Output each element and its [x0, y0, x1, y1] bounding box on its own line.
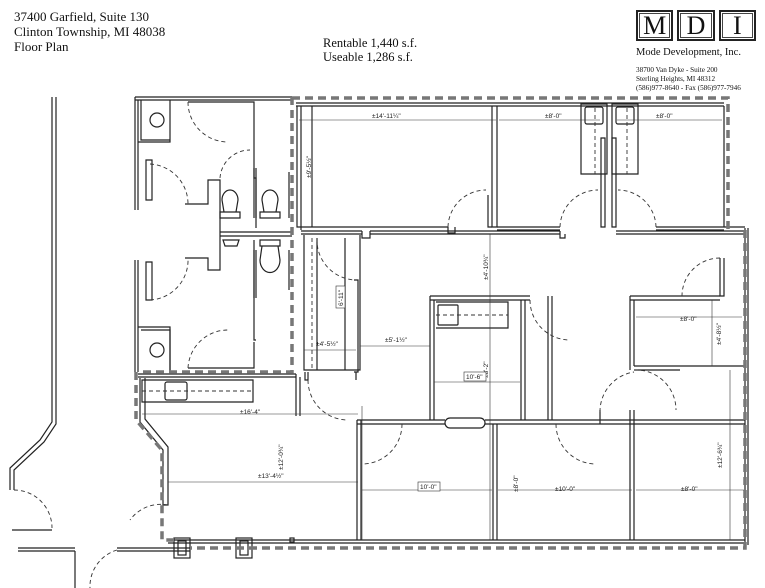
door-swings: [13, 101, 721, 588]
dim-closet-width: ±4'-5½": [316, 340, 339, 348]
dim-box-kitchen: [463, 371, 487, 382]
dim-corridor-height: ±4'-10¾": [483, 254, 490, 280]
dim-office-top-mid-width: ±8'-0": [545, 113, 562, 120]
area-summary: Rentable 1,440 s.f. Useable 1,286 s.f.: [323, 36, 417, 64]
document-type: Floor Plan: [14, 39, 69, 54]
company-address-1: 38700 Van Dyke - Suite 200: [636, 66, 718, 74]
property-address: 37400 Garfield, Suite 130 Clinton Townsh…: [14, 9, 165, 54]
dim-bottom-mid-width: 10'-0": [420, 484, 437, 491]
dim-right-small-width: ±8'-0": [680, 316, 697, 323]
dim-box-closet: [335, 285, 346, 309]
rentable-area: Rentable 1,440 s.f.: [323, 36, 418, 50]
address-line-1: 37400 Garfield, Suite 130: [14, 9, 150, 24]
dimension-lines: [142, 108, 744, 540]
dim-hall-width: ±5'-1½": [385, 336, 408, 344]
walls: [9, 96, 749, 588]
dim-bottom-mid-height: ±8'-0": [513, 475, 520, 492]
dim-reception-width: ±16'-4": [240, 409, 261, 416]
dim-right-small-height: ±4'-8½": [715, 322, 723, 345]
company-logo: M D I Mode Development, Inc. 38700 Van D…: [636, 10, 756, 93]
dim-bottom-right-mid-width: ±10'-0": [555, 486, 576, 493]
dim-reception-lower-width: ±13'-4½": [258, 472, 284, 480]
address-line-2: Clinton Township, MI 48038: [14, 24, 166, 39]
logo-letter-i: I: [718, 10, 756, 41]
dim-office-top-left-height: ±9'-5½": [305, 155, 313, 178]
dim-bottom-right-width: ±8'-0": [681, 486, 698, 493]
dim-bottom-right-height: ±12'-6¾": [717, 442, 724, 468]
dim-box-bottom-mid: [417, 481, 441, 492]
company-contact: 38700 Van Dyke - Suite 200 Sterling Heig…: [636, 66, 756, 93]
logo-letter-d: D: [677, 10, 715, 41]
company-name: Mode Development, Inc.: [636, 47, 741, 58]
logo-letters: M D I: [636, 10, 756, 41]
dim-office-top-left-width: ±14'-11¼": [372, 113, 401, 120]
dim-office-top-right-width: ±8'-0": [656, 113, 673, 120]
dim-closet-depth: 6'-11": [338, 289, 345, 306]
dim-kitchen-height: ±8'-2": [483, 361, 490, 378]
company-address-2: Sterling Heights, MI 48312: [636, 75, 716, 83]
useable-area: Useable 1,286 s.f.: [323, 50, 413, 64]
dim-kitchen-width: 10'-6": [466, 374, 483, 381]
logo-letter-m: M: [636, 10, 674, 41]
lease-line: [134, 96, 747, 550]
company-phone-fax: (586)977-8640 - Fax (586)977-7946: [636, 84, 741, 92]
dim-reception-height: ±12'-0¾": [278, 444, 285, 470]
